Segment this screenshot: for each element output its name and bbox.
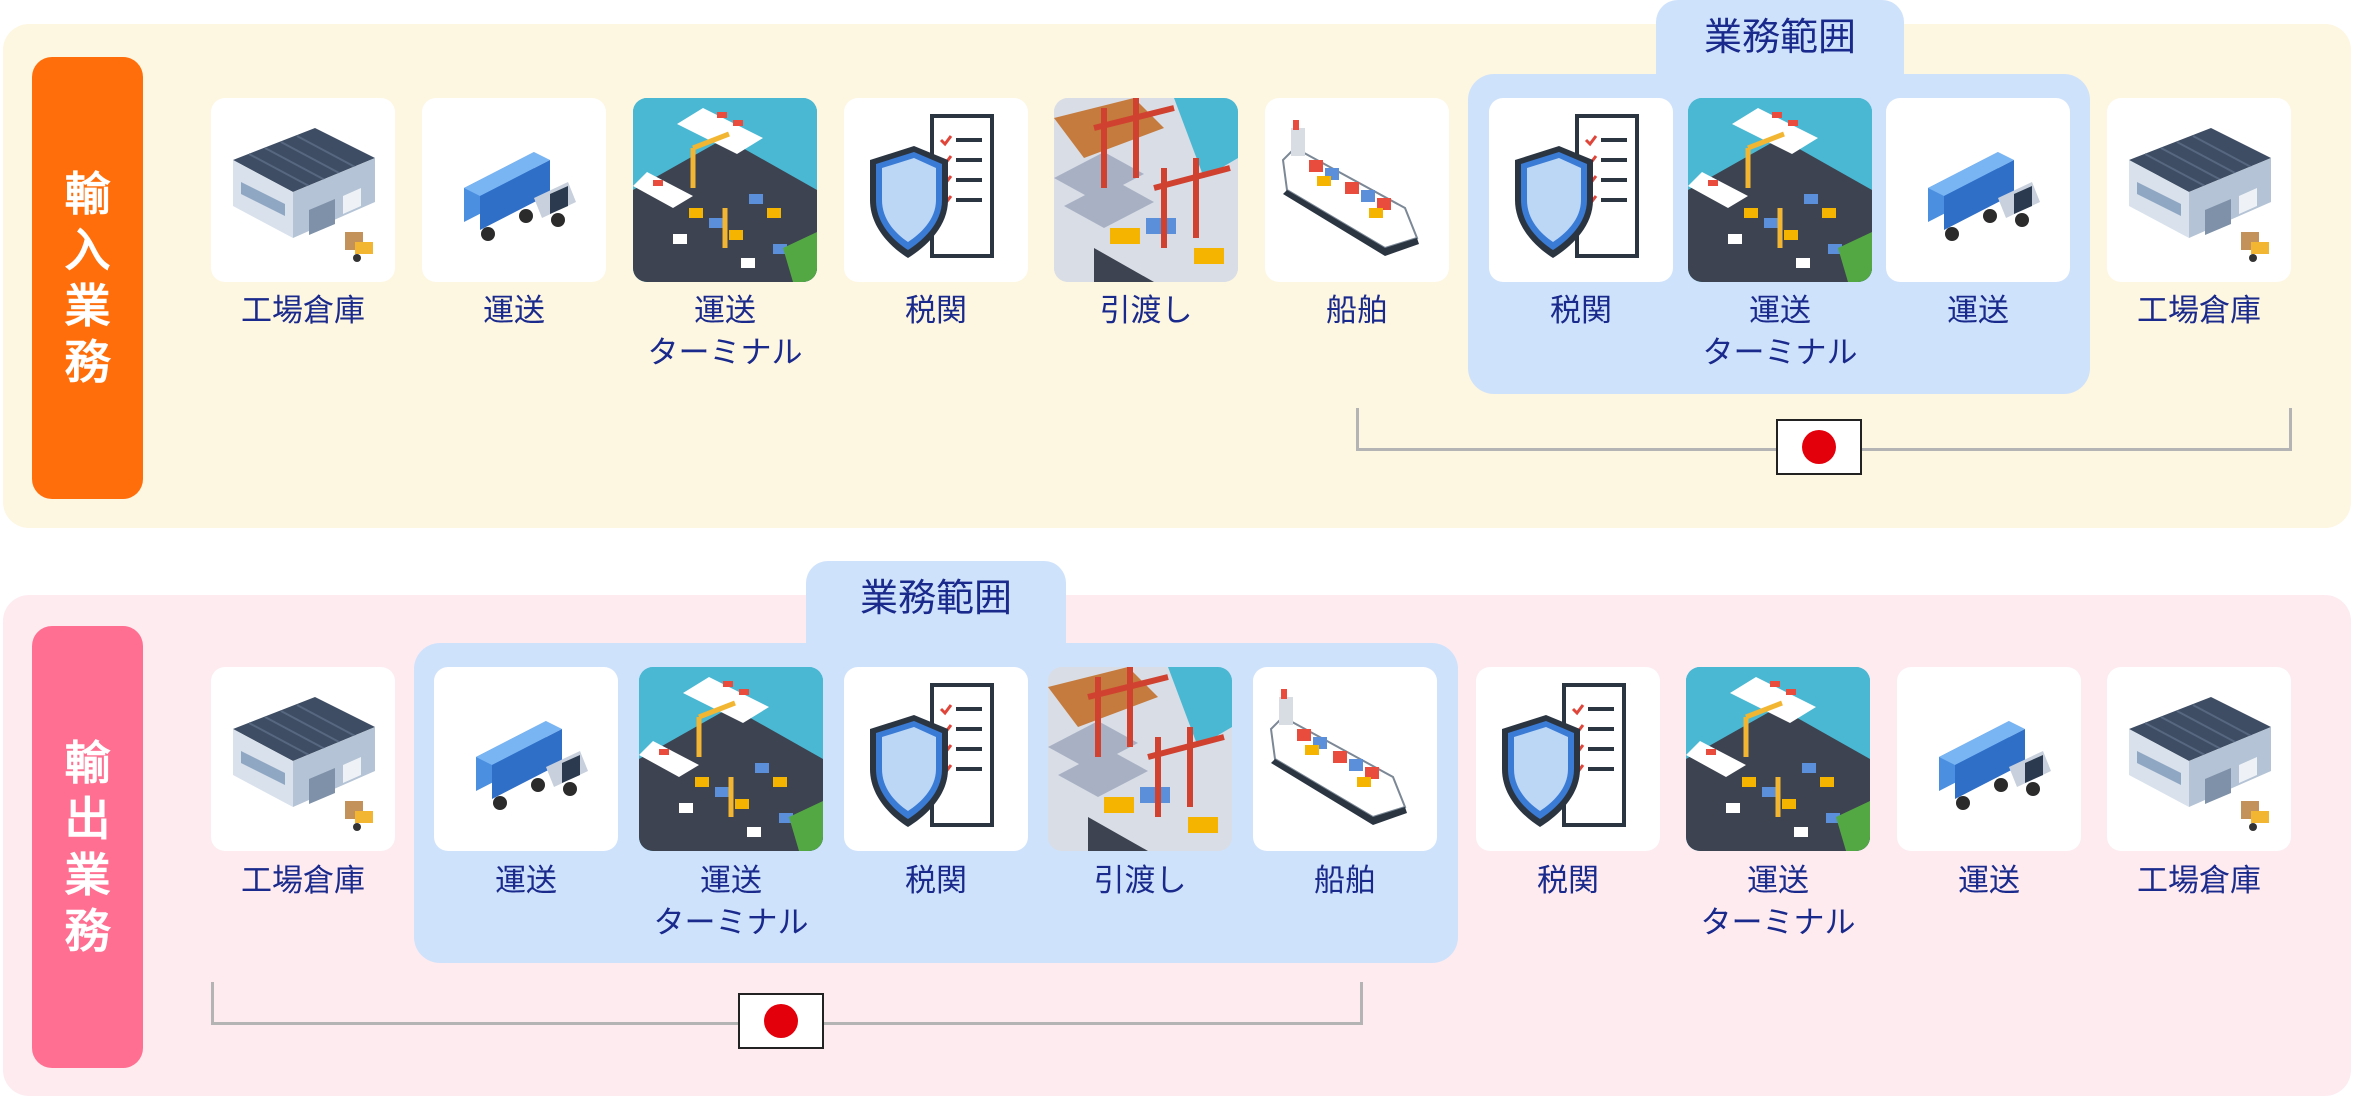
import-step-8-label: 運送 ターミナル [1702,293,1858,371]
import-step-4-tile [844,98,1028,282]
import-step-5-tile [1054,98,1238,282]
export-step-3-label: 運送 ターミナル [653,863,809,941]
export-step-7-label: 税関 [1537,863,1599,899]
export-step-2-label: 運送 [495,863,557,899]
terminal-icon [633,98,817,282]
export-step-3-tile [639,667,823,851]
warehouse-icon [232,696,376,832]
export-step-1-label: 工場倉庫 [241,863,365,899]
customs-icon [1500,681,1628,829]
import-scope-tab: 業務範囲 [1656,0,1904,80]
terminal-icon [1688,98,1872,282]
warehouse-icon [232,127,376,263]
port-handover-icon [1054,98,1238,282]
export-step-7-tile [1476,667,1660,851]
import-step-9-tile [1886,98,2070,282]
export-step-2-tile [434,667,618,851]
import-step-7-label: 税関 [1550,293,1612,329]
japan-flag-icon [738,993,824,1049]
truck-icon [476,721,588,810]
export-scope-tab: 業務範囲 [806,561,1066,643]
import-step-5-label: 引渡し [1099,293,1193,329]
import-step-3-label: 運送 ターミナル [647,293,803,371]
export-step-5-label: 引渡し [1093,863,1187,899]
export-step-1-tile [211,667,395,851]
customs-icon [868,681,996,829]
export-step-6-tile [1253,667,1437,851]
import-step-7-tile [1489,98,1673,282]
port-handover-icon [1048,667,1232,851]
import-step-6-label: 船舶 [1326,293,1388,329]
export-step-5-tile [1048,667,1232,851]
import-step-2-label: 運送 [483,293,545,329]
import-step-10-tile [2107,98,2291,282]
export-step-10-label: 工場倉庫 [2137,863,2261,899]
import-step-6-tile [1265,98,1449,282]
export-step-8-tile [1686,667,1870,851]
import-step-1-label: 工場倉庫 [241,293,365,329]
export-step-8-label: 運送 ターミナル [1700,863,1856,941]
import-step-2-tile [422,98,606,282]
ship-icon [1282,119,1420,257]
warehouse-icon [2128,696,2272,832]
truck-icon [464,152,576,241]
terminal-icon [639,667,823,851]
truck-icon [1928,152,2040,241]
import-step-9-label: 運送 [1947,293,2009,329]
export-step-4-tile [844,667,1028,851]
import-step-1-tile [211,98,395,282]
ship-icon [1270,688,1408,826]
export-step-10-tile [2107,667,2291,851]
customs-icon [1513,112,1641,260]
export-step-6-label: 船舶 [1314,863,1376,899]
import-step-4-label: 税関 [905,293,967,329]
export-step-4-label: 税関 [905,863,967,899]
terminal-icon [1686,667,1870,851]
customs-icon [868,112,996,260]
import-step-3-tile [633,98,817,282]
export-step-9-label: 運送 [1958,863,2020,899]
warehouse-icon [2128,127,2272,263]
truck-icon [1939,721,2051,810]
import-section-label: 輸入業務 [32,57,143,499]
japan-flag-icon [1776,419,1862,475]
import-step-10-label: 工場倉庫 [2137,293,2261,329]
export-step-9-tile [1897,667,2081,851]
import-step-8-tile [1688,98,1872,282]
export-section-label: 輸出業務 [32,626,143,1068]
